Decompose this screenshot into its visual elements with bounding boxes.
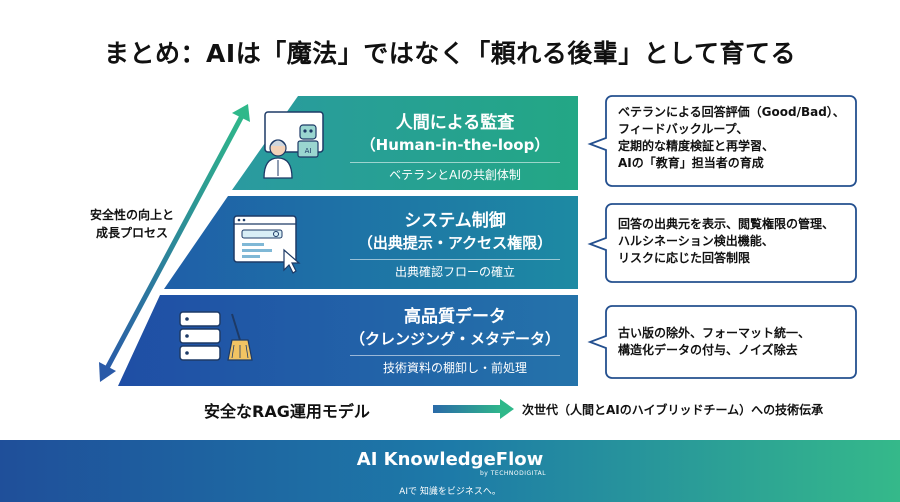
callout-bubble-middle <box>587 203 857 283</box>
side-label-line: 成長プロセス <box>95 226 168 240</box>
callout-line: 定期的な精度検証と再学習、 <box>618 139 775 153</box>
growth-double-arrow-icon <box>99 104 250 382</box>
tier-top-note: ベテランとAIの共創体制 <box>389 168 521 182</box>
callout-line: 古い版の除外、フォーマット統一、 <box>618 326 811 340</box>
side-label: 安全性の向上と 成長プロセス <box>62 206 202 242</box>
tier-bottom-divider <box>350 355 560 356</box>
callout-bubble-top <box>587 95 857 187</box>
tier-bottom-subtitle: （クレンジング・メタデータ） <box>349 330 560 348</box>
tier-middle-title: システム制御 <box>404 211 506 231</box>
side-label-line: 安全性の向上と <box>89 208 174 222</box>
callout-middle-text: 回答の出典元を表示、閲覧権限の管理、 ハルシネーション検出機能、 リスクに応じた… <box>618 216 834 267</box>
brand-byline: by TECHNODIGITAL <box>480 470 547 477</box>
pyramid-diagram: AI <box>99 95 857 419</box>
next-generation-label: 次世代（人間とAIのハイブリッドチーム）への技術伝承 <box>522 403 824 417</box>
callout-line: 構造化データの付与、ノイズ除去 <box>618 343 798 357</box>
footer-banner: AI KnowledgeFlow by TECHNODIGITAL AIで 知識… <box>0 440 900 502</box>
tier-top-subtitle: （Human-in-the-loop） <box>360 136 550 154</box>
model-label: 安全なRAG運用モデル <box>204 402 370 421</box>
tier-middle-divider <box>350 259 560 260</box>
svg-text:AI: AI <box>305 147 312 155</box>
callout-line: フィードバックループ、 <box>618 122 749 136</box>
tier-bottom-note: 技術資料の棚卸し・前処理 <box>382 361 527 375</box>
callout-line: 回答の出典元を表示、閲覧権限の管理、 <box>618 217 835 231</box>
callout-top-text: ベテランによる回答評価（Good/Bad）、 フィードバックループ、 定期的な精… <box>618 104 845 172</box>
browser-search-cursor-icon <box>233 215 301 274</box>
callout-bottom-text: 古い版の除外、フォーマット統一、 構造化データの付与、ノイズ除去 <box>618 325 810 359</box>
callout-line: ハルシネーション検出機能、 <box>618 234 774 248</box>
tier-top-title: 人間による監査 <box>395 113 515 133</box>
database-broom-icon <box>179 311 253 361</box>
tier-top-divider <box>350 162 560 163</box>
tier-middle-note: 出典確認フローの確立 <box>394 265 515 279</box>
page-title: まとめ：AIは「魔法」ではなく「頼れる後輩」として育てる <box>104 39 796 68</box>
tier-middle-subtitle: （出典提示・アクセス権限） <box>357 234 553 252</box>
tier-middle-text: システム制御 （出典提示・アクセス権限） <box>335 210 575 254</box>
callout-bubble-bottom <box>587 305 857 379</box>
next-generation-arrow-icon <box>433 399 514 419</box>
callout-line: AIの「教育」担当者の育成 <box>618 156 764 170</box>
brand-tagline: AIで 知識をビジネスへ。 <box>399 487 501 497</box>
tier-bottom-title: 高品質データ <box>404 307 506 327</box>
tier-bottom-text: 高品質データ （クレンジング・メタデータ） <box>335 306 575 350</box>
callout-line: ベテランによる回答評価（Good/Bad）、 <box>618 105 845 119</box>
brand-name: AI KnowledgeFlow <box>356 449 544 470</box>
veteran-with-ai-robot-icon: AI <box>263 111 324 179</box>
tier-top-text: 人間による監査 （Human-in-the-loop） <box>340 112 570 156</box>
callout-line: リスクに応じた回答制限 <box>618 251 751 265</box>
